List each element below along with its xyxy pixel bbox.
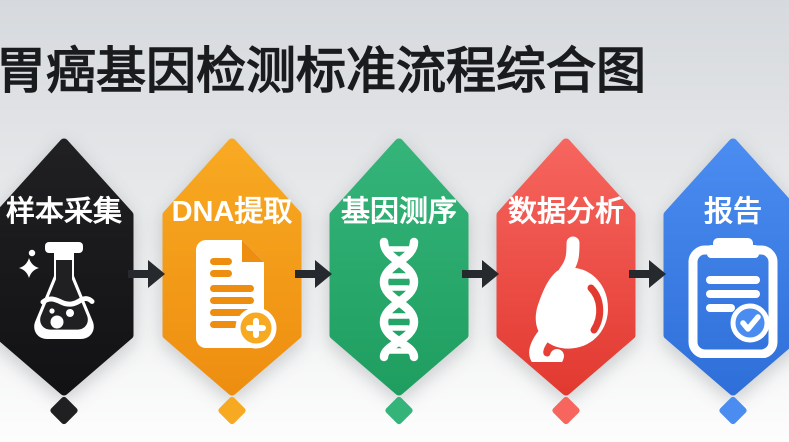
arrow-right-icon <box>462 260 499 288</box>
page-title: 胃癌基因检测标准流程综合图 <box>0 43 646 99</box>
arrow-right-icon <box>295 260 332 288</box>
stage-label: 样本采集 <box>5 196 122 228</box>
arrow-right-icon <box>629 260 666 288</box>
diamond-marker <box>217 395 247 426</box>
stage-dna-extraction: DNA提取 <box>162 138 302 440</box>
arrow-right-icon <box>128 260 165 288</box>
stage-label: 数据分析 <box>507 196 624 228</box>
clipboard-check-icon <box>683 236 783 363</box>
diamond-marker <box>718 395 748 426</box>
stage-report: 报告 <box>663 138 789 440</box>
dna-helix-icon <box>354 236 444 367</box>
stage-data-analysis: 数据分析 <box>496 138 636 440</box>
stage-sample-collection: 样本采集 <box>0 138 134 440</box>
stage-label: 基因测序 <box>340 196 457 228</box>
stage-label: 报告 <box>703 196 762 228</box>
stomach-icon <box>511 236 621 371</box>
flask-icon <box>9 236 119 345</box>
stage-label: DNA提取 <box>171 196 293 228</box>
stage-gene-sequencing: 基因测序 <box>329 138 469 440</box>
diamond-marker <box>551 395 581 426</box>
document-plus-icon <box>180 236 284 357</box>
diamond-marker <box>384 395 414 426</box>
diamond-marker <box>49 395 79 426</box>
